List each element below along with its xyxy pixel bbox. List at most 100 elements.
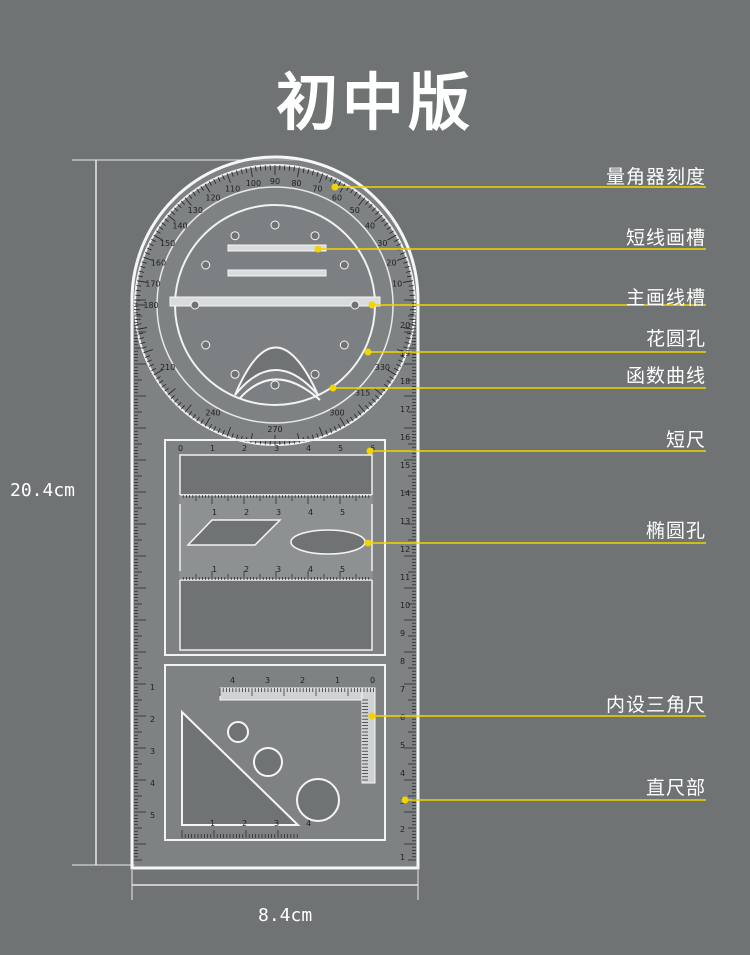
protractor-tick — [137, 332, 144, 335]
protractor-tick — [231, 171, 234, 177]
protractor-tick — [167, 388, 176, 396]
callout-dot — [368, 712, 376, 720]
protractor-tick — [316, 433, 319, 439]
protractor-tick — [164, 387, 169, 392]
protractor-tick — [204, 183, 211, 193]
short-ruler-number: 3 — [274, 444, 279, 453]
protractor-tick — [400, 252, 405, 255]
protractor-tick — [319, 173, 324, 183]
protractor-tick — [167, 214, 176, 222]
function-curve-slot — [234, 346, 319, 396]
protractor-tick — [403, 346, 409, 349]
protractor-tick — [222, 430, 225, 435]
left-ruler-number: 1 — [150, 683, 155, 692]
protractor-number: 60 — [332, 194, 342, 203]
right-ruler-number: 4 — [400, 769, 405, 778]
protractor-tick — [161, 384, 167, 388]
protractor-tick — [350, 188, 354, 194]
protractor-tick — [140, 341, 146, 344]
callout-lines — [314, 183, 706, 804]
protractor-tick — [288, 165, 291, 171]
protractor-number: 50 — [350, 206, 360, 215]
triangle-ruler-number: 3 — [265, 676, 270, 685]
protractor-tick — [375, 395, 380, 399]
short-ruler-number: 5 — [340, 565, 345, 574]
callout-dot — [366, 447, 374, 455]
protractor-tick — [140, 266, 146, 269]
protractor-number: 70 — [312, 184, 322, 193]
right-ruler-number: 7 — [400, 685, 405, 694]
triangle-hole-medium — [253, 747, 283, 777]
protractor-tick — [141, 261, 147, 264]
triangle-ruler-number: 2 — [242, 819, 247, 828]
protractor-number: 100 — [246, 179, 261, 188]
right-ruler-number: 16 — [400, 433, 410, 442]
protractor-number: 150 — [160, 239, 175, 248]
protractor-tick — [139, 337, 145, 340]
protractor-tick — [213, 426, 217, 432]
protractor-tick — [231, 433, 234, 439]
right-ruler-number: 1 — [400, 853, 405, 862]
protractor-tick — [151, 368, 156, 372]
protractor-tick — [386, 380, 392, 384]
short-ruler-number: 2 — [242, 444, 247, 453]
protractor-tick — [374, 388, 383, 396]
protractor-tick — [387, 234, 397, 241]
protractor-tick — [250, 432, 253, 443]
flower-hole — [310, 369, 320, 379]
protractor-number: 120 — [205, 194, 220, 203]
short-ruler-number: 5 — [340, 508, 345, 517]
protractor-tick — [371, 207, 376, 212]
protractor-tick — [158, 226, 164, 230]
protractor-tick — [226, 173, 231, 183]
flower-holes — [190, 220, 360, 390]
protractor-tick — [329, 176, 333, 182]
protractor-tick — [405, 270, 411, 273]
flower-hole — [270, 220, 280, 230]
protractor-tick — [354, 413, 358, 419]
protractor-tick — [181, 200, 185, 205]
triangle-ruler-number: 2 — [300, 676, 305, 685]
protractor-tick — [146, 247, 152, 251]
flower-hole — [310, 231, 320, 241]
protractor-tick — [406, 332, 413, 335]
triangle-ruler-number: 3 — [274, 819, 279, 828]
protractor-tick — [143, 349, 153, 354]
callout-label: 主画线槽 — [625, 287, 706, 309]
protractor-tick — [383, 222, 389, 226]
protractor-tick — [357, 411, 362, 416]
left-ruler-number: 4 — [150, 779, 155, 788]
protractor-number: 210 — [160, 363, 175, 372]
protractor-tick — [329, 428, 333, 434]
height-label: 20.4cm — [10, 480, 76, 501]
protractor-tick — [236, 434, 239, 440]
protractor-tick — [389, 376, 394, 380]
protractor-tick — [204, 417, 211, 427]
right-ruler-number: 11 — [400, 573, 410, 582]
window-top — [179, 454, 373, 496]
short-ruler-number: 2 — [244, 508, 249, 517]
protractor-tick — [174, 398, 179, 403]
right-ruler-number: 14 — [400, 489, 410, 498]
protractor-tick — [338, 424, 342, 429]
protractor-tick — [405, 337, 411, 340]
protractor-tick — [302, 167, 305, 174]
callout-dot — [331, 183, 339, 191]
protractor-number: 180 — [143, 301, 158, 310]
flower-hole — [270, 380, 280, 390]
protractor-tick — [188, 194, 193, 199]
protractor-tick — [148, 243, 154, 247]
protractor-tick — [259, 165, 262, 171]
triangle-ruler-number: 1 — [210, 819, 215, 828]
page-title: 初中版 — [275, 66, 474, 139]
protractor-tick — [217, 176, 221, 182]
protractor-tick — [381, 218, 386, 223]
flower-hole — [201, 340, 211, 350]
protractor-tick — [383, 384, 389, 388]
protractor-tick — [164, 218, 169, 223]
triangle-ruler-frame — [164, 664, 386, 841]
short-ruler-number: 1 — [212, 508, 217, 517]
